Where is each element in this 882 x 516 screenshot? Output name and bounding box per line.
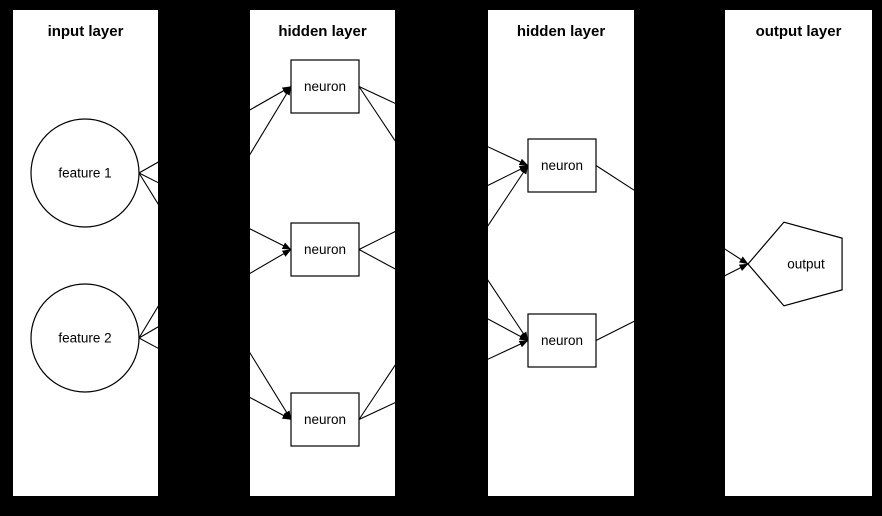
edge-group xyxy=(250,86,395,420)
connection-h1-neuron-1-to-h2-neuron-1 xyxy=(358,86,395,104)
node-label-feature-2: feature 2 xyxy=(58,331,111,346)
connection-feature-1-to-h1-neuron-2 xyxy=(250,228,292,250)
node-h1-neuron-2[interactable] xyxy=(290,222,360,277)
node-label-h1-neuron-3: neuron xyxy=(304,412,346,427)
edge-group xyxy=(138,161,158,349)
connection-h1-neuron-1-to-h2-neuron-2 xyxy=(358,86,395,142)
connection-feature-2-to-h1-neuron-2 xyxy=(250,249,292,275)
connection-h1-neuron-3-to-h2-neuron-2 xyxy=(488,340,529,360)
output-layer-graphics: output xyxy=(725,221,843,307)
connection-h2-neuron-2-to-output-node xyxy=(595,320,634,341)
connection-feature-1-to-h1-neuron-1 xyxy=(138,161,158,174)
connection-h1-neuron-2-to-h2-neuron-2 xyxy=(358,249,395,270)
node-group: neuron neuron neuron xyxy=(290,59,360,447)
connection-h2-neuron-1-to-output-node xyxy=(725,248,749,265)
layer-title-output: output layer xyxy=(755,23,842,40)
node-feature-1[interactable] xyxy=(30,118,140,228)
connection-feature-1-to-h1-neuron-3 xyxy=(138,172,158,205)
edge-group xyxy=(725,248,749,277)
node-label-h2-neuron-1: neuron xyxy=(541,158,583,173)
node-feature-2[interactable] xyxy=(30,283,140,393)
connection-h2-neuron-1-to-output-node xyxy=(595,165,634,191)
connection-h1-neuron-1-to-h2-neuron-1 xyxy=(488,146,529,166)
connection-h1-neuron-2-to-h2-neuron-1 xyxy=(488,165,529,186)
node-h2-neuron-2[interactable] xyxy=(527,313,597,368)
node-label-output-node: output xyxy=(787,257,825,272)
node-output-node[interactable] xyxy=(747,221,843,307)
connection-h1-neuron-2-to-h2-neuron-2 xyxy=(488,318,529,341)
node-h1-neuron-3[interactable] xyxy=(290,392,360,447)
node-h2-neuron-1[interactable] xyxy=(527,138,597,193)
node-group: output xyxy=(747,221,843,307)
connection-feature-2-to-h1-neuron-1 xyxy=(250,86,292,156)
layer-title-hidden-1: hidden layer xyxy=(278,23,367,40)
edge-group xyxy=(488,146,634,360)
layer-panel-hidden-2: hidden layer neuron neuron xyxy=(488,10,634,496)
layer-panel-output: output layer output xyxy=(725,10,872,496)
node-label-h1-neuron-1: neuron xyxy=(304,79,346,94)
node-label-h2-neuron-2: neuron xyxy=(541,333,583,348)
connection-h2-neuron-2-to-output-node xyxy=(725,263,749,277)
node-label-h1-neuron-2: neuron xyxy=(304,242,346,257)
connection-h1-neuron-3-to-h2-neuron-1 xyxy=(358,364,395,420)
connection-feature-2-to-h1-neuron-1 xyxy=(138,305,158,339)
hidden-layer-1-graphics: neuron neuron neuron xyxy=(250,59,395,447)
layer-title-input: input layer xyxy=(47,23,124,40)
connection-feature-1-to-h1-neuron-3 xyxy=(250,351,292,420)
input-layer-graphics: feature 1 feature 2 xyxy=(30,118,158,393)
connection-feature-1-to-h1-neuron-2 xyxy=(138,172,158,184)
connection-h1-neuron-2-to-h2-neuron-1 xyxy=(358,230,395,250)
connection-feature-2-to-h1-neuron-3 xyxy=(138,337,158,349)
layer-panel-input: input layer feature 1 feature 2 xyxy=(13,10,158,496)
connection-h1-neuron-3-to-h2-neuron-2 xyxy=(358,402,395,420)
connection-h1-neuron-1-to-h2-neuron-2 xyxy=(488,279,529,341)
connection-feature-2-to-h1-neuron-2 xyxy=(138,326,158,339)
connection-feature-2-to-h1-neuron-3 xyxy=(250,396,292,420)
node-group: neuron neuron xyxy=(527,138,597,368)
connection-h1-neuron-3-to-h2-neuron-1 xyxy=(488,165,529,227)
node-h1-neuron-1[interactable] xyxy=(290,59,360,114)
node-group: feature 1 feature 2 xyxy=(30,118,140,393)
connection-feature-1-to-h1-neuron-1 xyxy=(250,86,292,111)
layer-panel-hidden-1: hidden layer neuron neuron neuron xyxy=(250,10,395,496)
hidden-layer-2-graphics: neuron neuron xyxy=(488,138,634,368)
node-label-feature-1: feature 1 xyxy=(58,166,111,181)
layer-title-hidden-2: hidden layer xyxy=(516,23,606,40)
